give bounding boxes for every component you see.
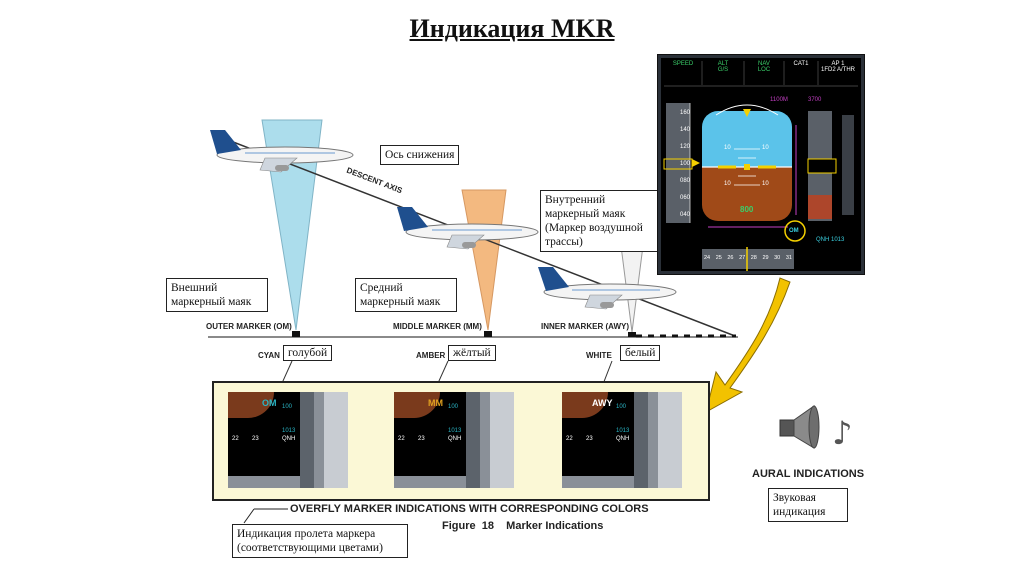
pitch-tick-1: 10 — [724, 145, 731, 151]
aircraft-1 — [210, 130, 354, 173]
speed-tick: 140 — [679, 127, 690, 133]
outer-marker-caption: OUTER MARKER (OM) — [206, 322, 292, 331]
pitch-tick-3: 10 — [724, 181, 731, 187]
panel-value: QNH — [448, 436, 462, 442]
panel-value: 23 — [252, 436, 259, 442]
inner-marker-beacon — [628, 332, 636, 337]
overfly-panel-awy: AWY 100 1013 QNH 22 23 — [562, 392, 682, 488]
heading-tick: 30 — [774, 255, 781, 261]
aural-label: Звуковая индикация — [768, 488, 848, 522]
panel-value: 100 — [282, 404, 293, 410]
panel-value: 1013 — [282, 428, 296, 434]
outer-marker-beam — [261, 119, 323, 331]
om-badge: OM — [789, 228, 799, 234]
heading-tick: 25 — [715, 255, 722, 261]
fma-cat: CAT1 — [793, 61, 809, 67]
speed-tick: 060 — [679, 195, 690, 201]
panel-value: 23 — [586, 436, 593, 442]
middle-marker-caption: MIDDLE MARKER (MM) — [393, 322, 482, 331]
speed-tick: 120 — [679, 144, 690, 150]
fma-speed: SPEED — [672, 61, 694, 67]
om-badge-circle — [784, 220, 806, 242]
pitch-tick-2: 10 — [762, 145, 769, 151]
outer-marker-beacon — [292, 331, 300, 337]
marker-indicator: OM — [262, 398, 277, 408]
pfd-graphic — [661, 58, 861, 271]
heading-tick: 24 — [704, 255, 711, 261]
cyan-label-ru: голубой — [283, 345, 333, 361]
amber-label-ru: жёлтый — [448, 345, 496, 361]
marker-indicator: MM — [428, 398, 443, 408]
aircraft-2 — [397, 207, 539, 250]
fma-dividers — [664, 61, 858, 87]
heading-tick: 29 — [762, 255, 769, 261]
overfly-label: Индикация пролета маркера (соответствующ… — [232, 524, 408, 558]
music-note-icon: ♪ — [832, 414, 853, 452]
heading-tick: 31 — [785, 255, 792, 261]
panel-value: 23 — [418, 436, 425, 442]
middle-marker-label: Средний маркерный маяк — [355, 278, 457, 312]
speaker-icon — [779, 405, 820, 449]
panel-value: 22 — [566, 436, 573, 442]
speed-tape — [666, 103, 690, 223]
overfly-leader — [243, 508, 288, 524]
panel-value: 1013 — [616, 428, 630, 434]
panel-value: 100 — [616, 404, 627, 410]
speed-tick: 040 — [679, 212, 690, 218]
inner-marker-label: Внутренний маркерный маяк (Маркер воздуш… — [540, 190, 658, 252]
baro-value: 3700 — [808, 97, 822, 103]
panel-value: QNH — [282, 436, 296, 442]
pointer-arrow — [705, 277, 791, 413]
white-label: WHITE — [586, 351, 612, 360]
panel-value: 100 — [448, 404, 459, 410]
descent-axis-label: Ось снижения — [380, 145, 460, 165]
heading-scale: 24 25 26 27 28 29 30 31 — [704, 255, 792, 261]
speed-tick: 160 — [679, 110, 690, 116]
page-title: Индикация MKR — [409, 14, 615, 43]
middle-marker-beacon — [484, 331, 492, 337]
cyan-label: CYAN — [258, 351, 280, 360]
panel-value: 1013 — [448, 428, 462, 434]
radio-altitude: 1100M — [770, 97, 788, 103]
white-label-ru: белый — [620, 345, 661, 361]
marker-indicator: AWY — [592, 398, 613, 408]
panel-value: QNH — [616, 436, 630, 442]
speed-tick: 080 — [679, 178, 690, 184]
panel-value: 22 — [398, 436, 405, 442]
attitude-indicator — [702, 111, 792, 221]
overfly-panel-mm: MM 100 1013 QNH 22 23 — [394, 392, 514, 488]
amber-label: AMBER — [416, 351, 446, 360]
inner-marker-caption: INNER MARKER (AWY) — [541, 322, 629, 331]
middle-marker-beam — [461, 189, 507, 331]
qnh-readout: QNH 1013 — [816, 237, 845, 243]
figure-caption: Figure 18 Marker Indications — [442, 520, 604, 532]
heading-tape — [702, 249, 794, 269]
pitch-tick-4: 10 — [762, 181, 769, 187]
heading-tick: 26 — [727, 255, 734, 261]
speed-ticks: 160 140 120 100 080 060 040 — [666, 105, 690, 224]
aural-caption: AURAL INDICATIONS — [752, 468, 865, 480]
aircraft-3 — [538, 267, 677, 310]
overfly-caption: OVERFLY MARKER INDICATIONS WITH CORRESPO… — [290, 503, 649, 515]
heading-tick: 27 — [739, 255, 746, 261]
altitude-readout: 800 — [740, 205, 754, 214]
heading-tick: 28 — [750, 255, 757, 261]
speed-tick: 100 — [679, 161, 690, 167]
outer-marker-label: Внешний маркерный маяк — [166, 278, 268, 312]
overfly-panel-om: OM 100 1013 QNH 22 23 — [228, 392, 348, 488]
panel-value: 22 — [232, 436, 239, 442]
